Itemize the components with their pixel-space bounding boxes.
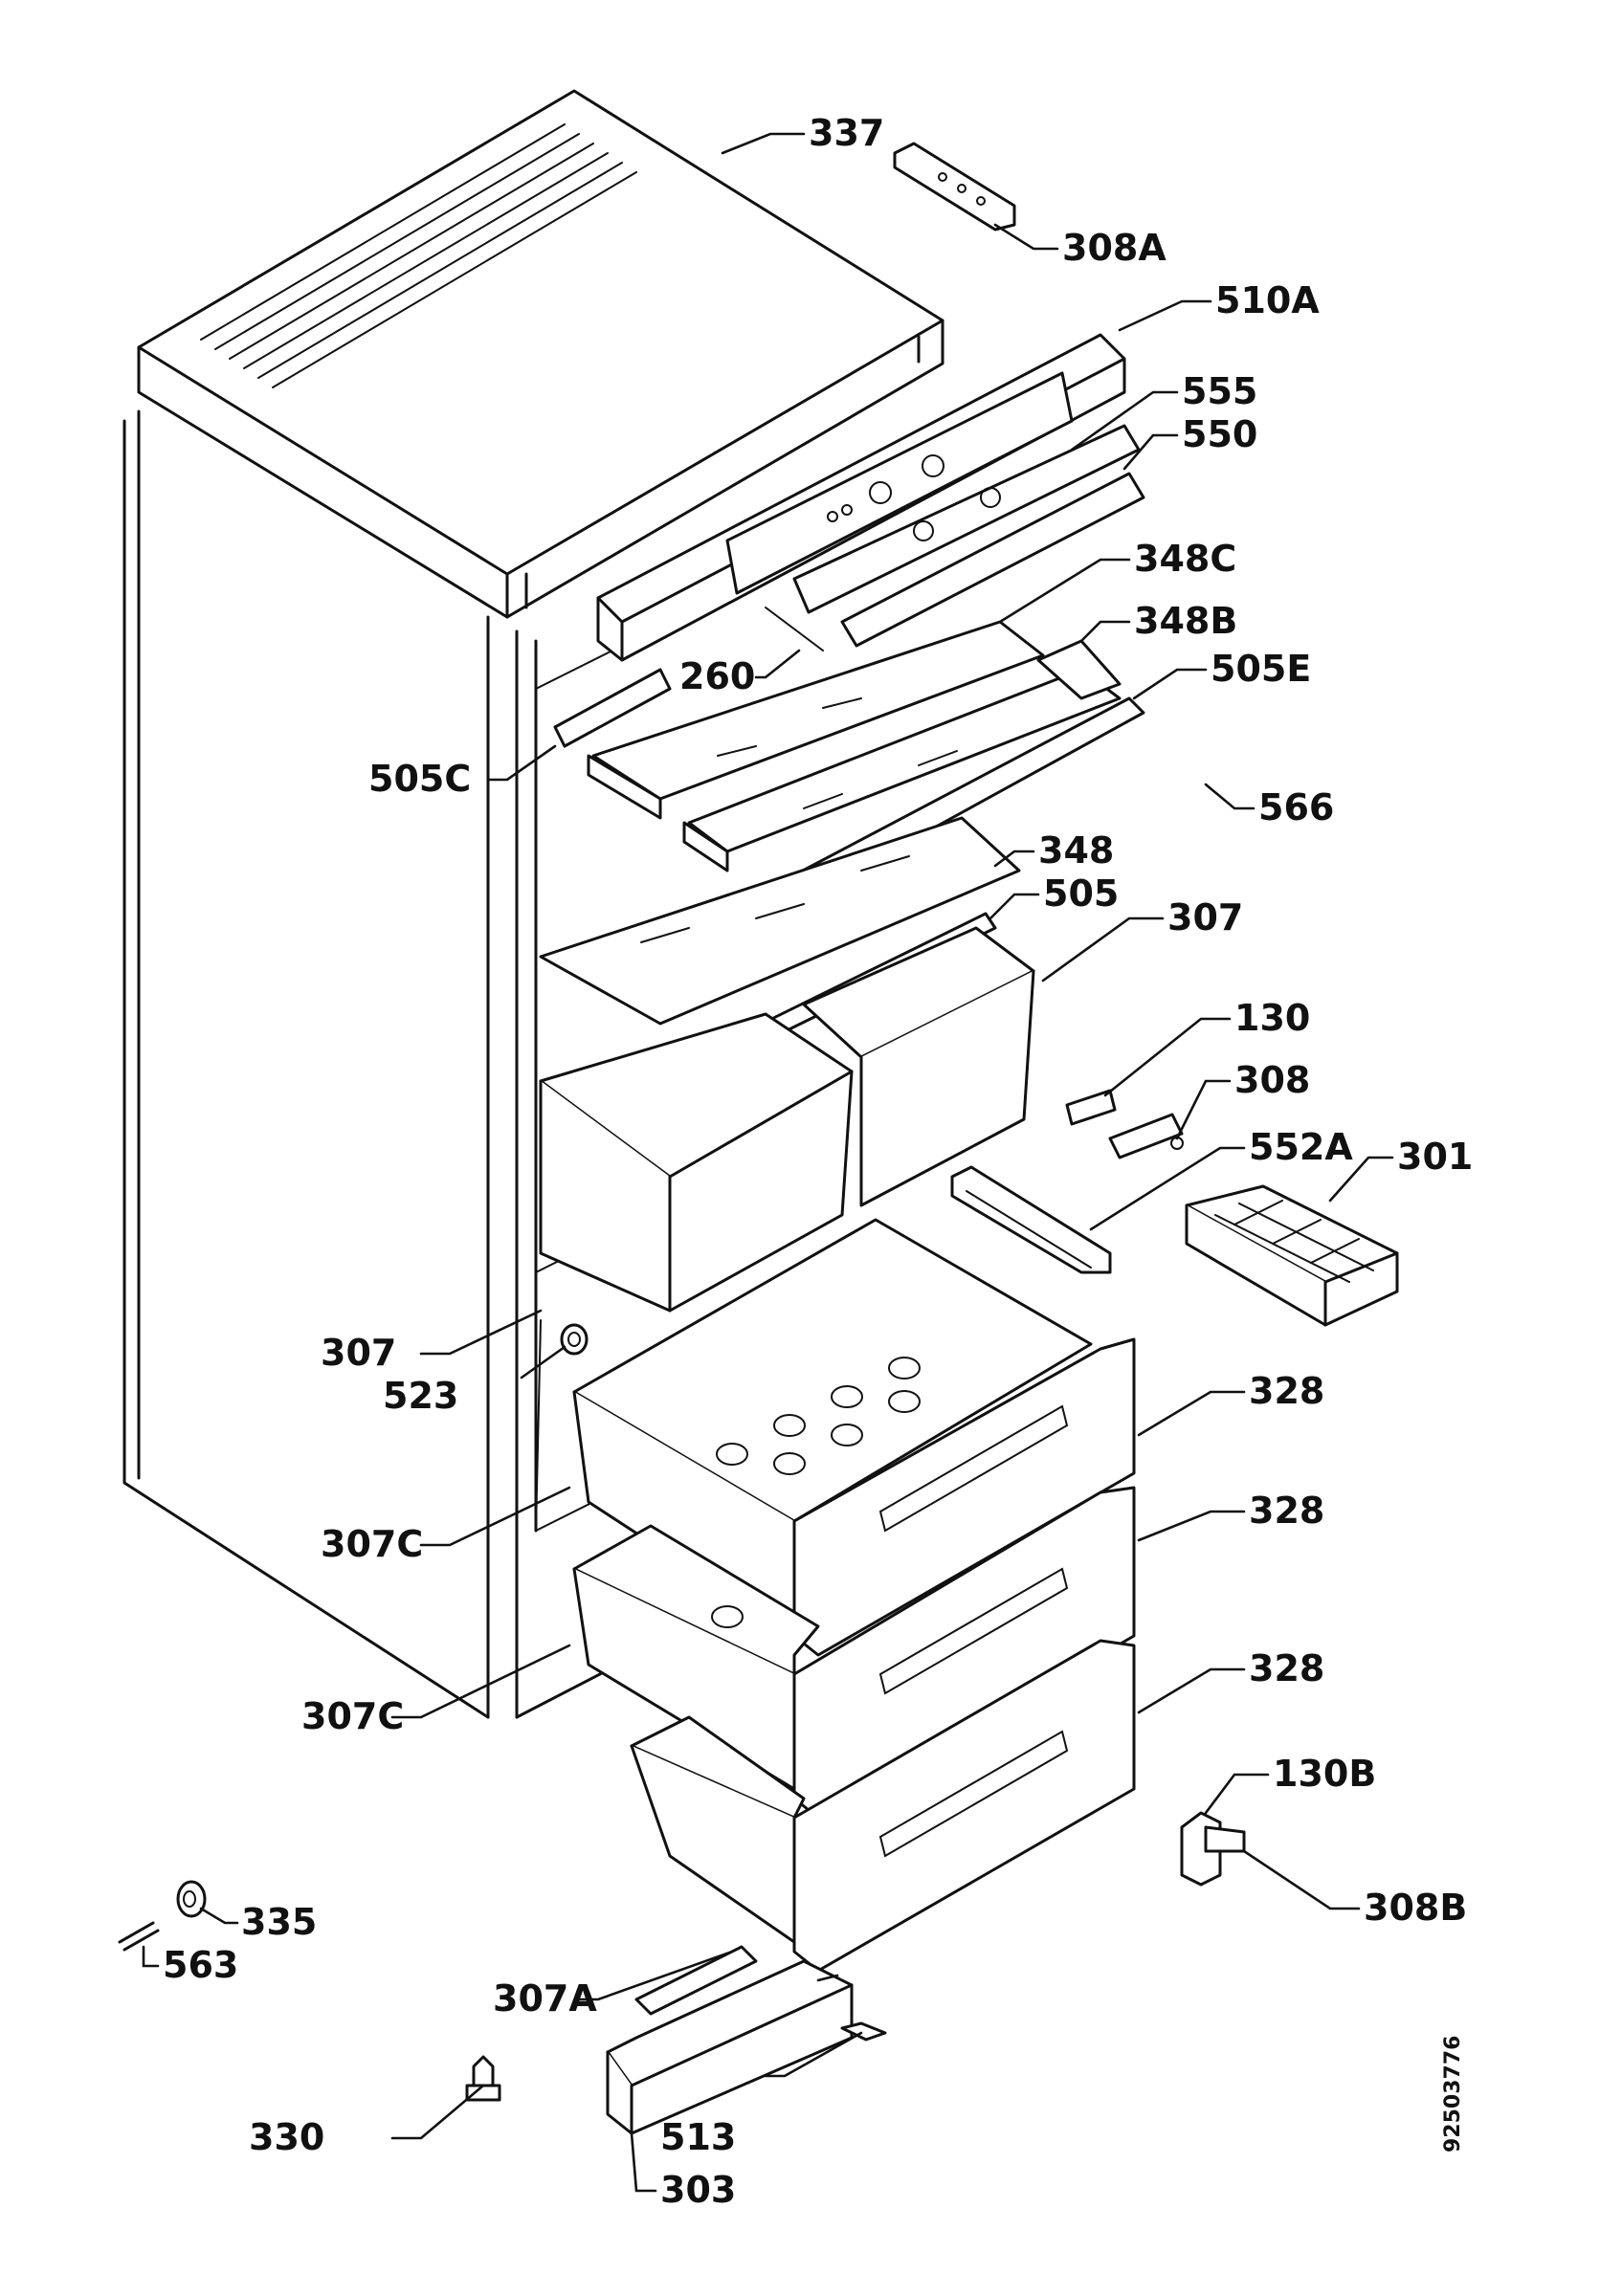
hinge-308A [893, 142, 1016, 232]
leader-lines [142, 132, 1394, 2193]
ice-tray-301 [1185, 1184, 1399, 1327]
label-308B: 308B [1364, 1887, 1467, 1929]
clip-513 [840, 2021, 887, 2042]
label-552A: 552A [1249, 1126, 1353, 1168]
label-335: 335 [241, 1901, 317, 1943]
drawer-rail-552A [950, 1165, 1112, 1274]
ice-holes [716, 1357, 921, 1475]
label-328-first: 328 [1249, 1370, 1324, 1412]
pin-563 [118, 1921, 160, 1952]
label-550: 550 [1182, 413, 1257, 455]
label-555: 555 [1182, 370, 1257, 412]
label-505: 505 [1043, 872, 1119, 915]
label-307-left: 307 [321, 1332, 396, 1374]
label-566: 566 [1258, 786, 1334, 828]
label-307C-second: 307C [301, 1695, 404, 1737]
label-301: 301 [1397, 1136, 1473, 1178]
spacer-523 [560, 1323, 589, 1356]
label-505E: 505E [1211, 648, 1311, 690]
trim-505C [553, 668, 672, 748]
label-330: 330 [249, 2116, 324, 2158]
label-307C-first: 307C [321, 1523, 423, 1565]
label-328-third: 328 [1249, 1647, 1324, 1689]
part-308 [1108, 1113, 1184, 1159]
label-308A: 308A [1062, 227, 1167, 269]
shelf-348 [539, 816, 1021, 1026]
top-cover [137, 89, 944, 619]
label-307A: 307A [493, 1977, 597, 2020]
control-panel [596, 333, 1145, 662]
label-130: 130 [1234, 997, 1310, 1039]
label-337: 337 [809, 112, 884, 154]
label-348C: 348C [1134, 538, 1236, 580]
drawing-number: 92503776 [1441, 2036, 1465, 2152]
top-cover-vents [200, 123, 637, 388]
hinge-130B-308B [1180, 1811, 1246, 1887]
label-348: 348 [1038, 829, 1114, 872]
label-307-top: 307 [1167, 896, 1243, 938]
label-510A: 510A [1215, 279, 1320, 321]
shelf-348C [587, 620, 1045, 820]
label-563: 563 [163, 1944, 238, 1986]
part-labels: 337 308A 510A 555 550 348C 348B 505E 260… [163, 112, 1473, 2211]
label-348B: 348B [1134, 600, 1237, 642]
freezer-drawer-top [572, 1218, 1136, 1657]
label-523: 523 [383, 1375, 458, 1417]
foot-330 [465, 2055, 501, 2102]
label-308: 308 [1234, 1059, 1310, 1101]
label-513: 513 [660, 2116, 736, 2158]
foot-335 [176, 1880, 207, 1918]
label-303: 303 [660, 2169, 736, 2211]
label-260: 260 [679, 655, 755, 697]
freezer-drawer-bottom [630, 1639, 1136, 1973]
crisper-307-left [539, 1012, 854, 1313]
label-130B: 130B [1273, 1753, 1376, 1795]
crisper-307-right [802, 926, 1035, 1207]
part-130 [1065, 1089, 1117, 1126]
label-328-second: 328 [1249, 1490, 1324, 1532]
label-505C: 505C [368, 758, 471, 800]
shelf-348B [682, 639, 1122, 872]
plinth [606, 1945, 854, 2135]
